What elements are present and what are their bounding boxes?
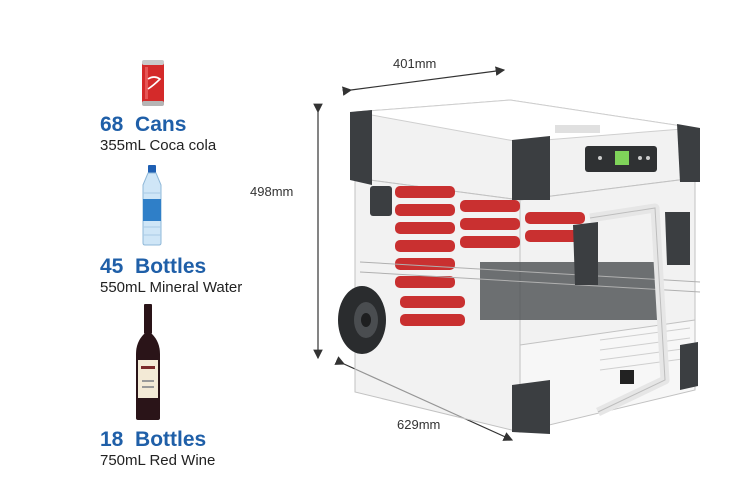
capacity-cans: 68 Cans 355mL Coca cola bbox=[100, 113, 216, 155]
capacity-description: 355mL Coca cola bbox=[100, 137, 217, 154]
capacity-count: 18 Bottles bbox=[100, 428, 207, 451]
capacity-count: 45 Bottles bbox=[100, 255, 207, 278]
capacity-description: 550mL Mineral Water bbox=[100, 279, 243, 296]
capacity-water-bottles: 45 Bottles 550mL Mineral Water bbox=[100, 255, 242, 297]
width-arrow bbox=[342, 66, 506, 96]
capacity-description: 750mL Red Wine bbox=[100, 452, 216, 469]
red-wine-bottle-icon bbox=[136, 304, 160, 420]
water-bottle-icon bbox=[142, 165, 162, 246]
height-dimension-label: 498mm bbox=[250, 184, 294, 199]
capacity-wine-bottles: 18 Bottles 750mL Red Wine bbox=[100, 428, 215, 470]
capacity-count: 68 Cans bbox=[100, 113, 187, 136]
coca-cola-can-icon bbox=[142, 60, 164, 106]
